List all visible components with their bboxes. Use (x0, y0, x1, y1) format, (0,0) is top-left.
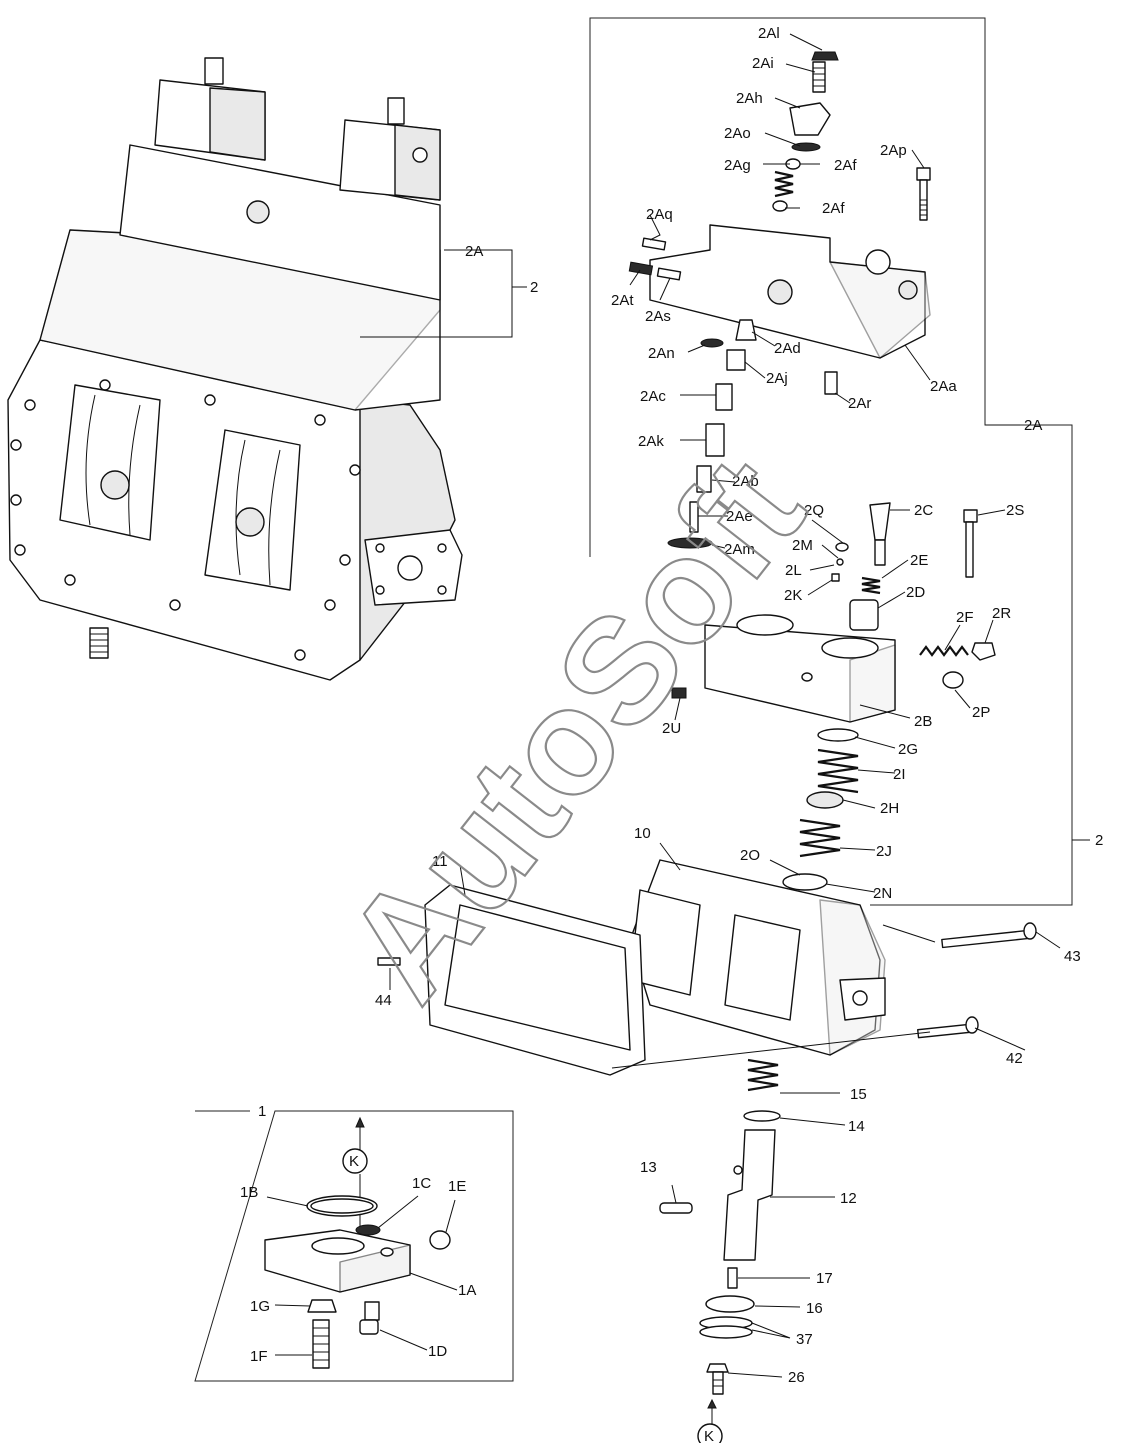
label-2At: 2At (611, 292, 634, 309)
label-1B: 1B (240, 1184, 258, 1201)
label-2S: 2S (1006, 502, 1024, 519)
label-17: 17 (816, 1270, 833, 1287)
label-2Am: 2Am (724, 541, 755, 558)
label-2Ac: 2Ac (640, 388, 666, 405)
label-2Ai: 2Ai (752, 55, 774, 72)
label-2E: 2E (910, 552, 928, 569)
label-2Aq: 2Aq (646, 206, 673, 223)
label-1G: 1G (250, 1298, 270, 1315)
label-2H: 2H (880, 800, 899, 817)
label-1F: 1F (250, 1348, 268, 1365)
label-2U: 2U (662, 720, 681, 737)
label-1: 1 (258, 1103, 266, 1120)
label-2R: 2R (992, 605, 1011, 622)
label-37: 37 (796, 1331, 813, 1348)
label-26: 26 (788, 1369, 805, 1386)
label-44: 44 (375, 992, 392, 1009)
label-15: 15 (850, 1086, 867, 1103)
label-1A: 1A (458, 1282, 476, 1299)
inset-frame-1 (194, 1110, 514, 1382)
label-2Ad: 2Ad (774, 340, 801, 357)
inset-1-components (264, 1116, 451, 1369)
label-11: 11 (432, 853, 448, 870)
assembly-2B-components (671, 502, 996, 858)
label-2Ao: 2Ao (724, 125, 751, 142)
part-labels: 2Al 2Ai 2Ah 2Ao 2Ag 2Af 2Af 2Ap 2Aq 2At … (240, 25, 1103, 1443)
label-2As: 2As (645, 308, 671, 325)
label-2A: 2A (1024, 417, 1042, 434)
assembled-valve-illustration (7, 57, 463, 681)
label-2J: 2J (876, 843, 892, 860)
label-14: 14 (848, 1118, 865, 1135)
label-2I: 2I (893, 766, 906, 783)
label-K: K (704, 1428, 714, 1443)
label-42: 42 (1006, 1050, 1023, 1067)
label-2Aa: 2Aa (930, 378, 957, 395)
label-12: 12 (840, 1190, 857, 1207)
label-1D: 1D (428, 1343, 447, 1360)
label-2Ae: 2Ae (726, 508, 753, 525)
label-2Ag: 2Ag (724, 157, 751, 174)
label-2Af: 2Af (834, 157, 857, 174)
label-2Al: 2Al (758, 25, 780, 42)
label-2K: 2K (784, 587, 802, 604)
leader-lines (266, 33, 1090, 1378)
label-2Q: 2Q (804, 502, 824, 519)
label-1E: 1E (448, 1178, 466, 1195)
label-2: 2 (530, 279, 538, 296)
label-1C: 1C (412, 1175, 431, 1192)
label-2Ab: 2Ab (732, 473, 759, 490)
label-2G: 2G (898, 741, 918, 758)
label-2Af: 2Af (822, 200, 845, 217)
label-2A: 2A (465, 243, 483, 260)
label-K: K (349, 1153, 359, 1170)
label-2Ak: 2Ak (638, 433, 664, 450)
lower-stack-components (377, 922, 1037, 1443)
label-2Ar: 2Ar (848, 395, 871, 412)
label-2F: 2F (956, 609, 974, 626)
label-2An: 2An (648, 345, 675, 362)
label-13: 13 (640, 1159, 657, 1176)
label-2L: 2L (785, 562, 802, 579)
body-10-and-gasket-11 (424, 859, 886, 1076)
label-2Ah: 2Ah (736, 90, 763, 107)
label-16: 16 (806, 1300, 823, 1317)
label-43: 43 (1064, 948, 1081, 965)
label-2: 2 (1095, 832, 1103, 849)
label-2P: 2P (972, 704, 990, 721)
label-2Ap: 2Ap (880, 142, 907, 159)
inset-2A-components (628, 51, 931, 549)
label-2M: 2M (792, 537, 813, 554)
label-10: 10 (634, 825, 651, 842)
label-2O: 2O (740, 847, 760, 864)
label-2C: 2C (914, 502, 933, 519)
label-2D: 2D (906, 584, 925, 601)
label-2B: 2B (914, 713, 932, 730)
label-2Aj: 2Aj (766, 370, 788, 387)
label-2N: 2N (873, 885, 892, 902)
